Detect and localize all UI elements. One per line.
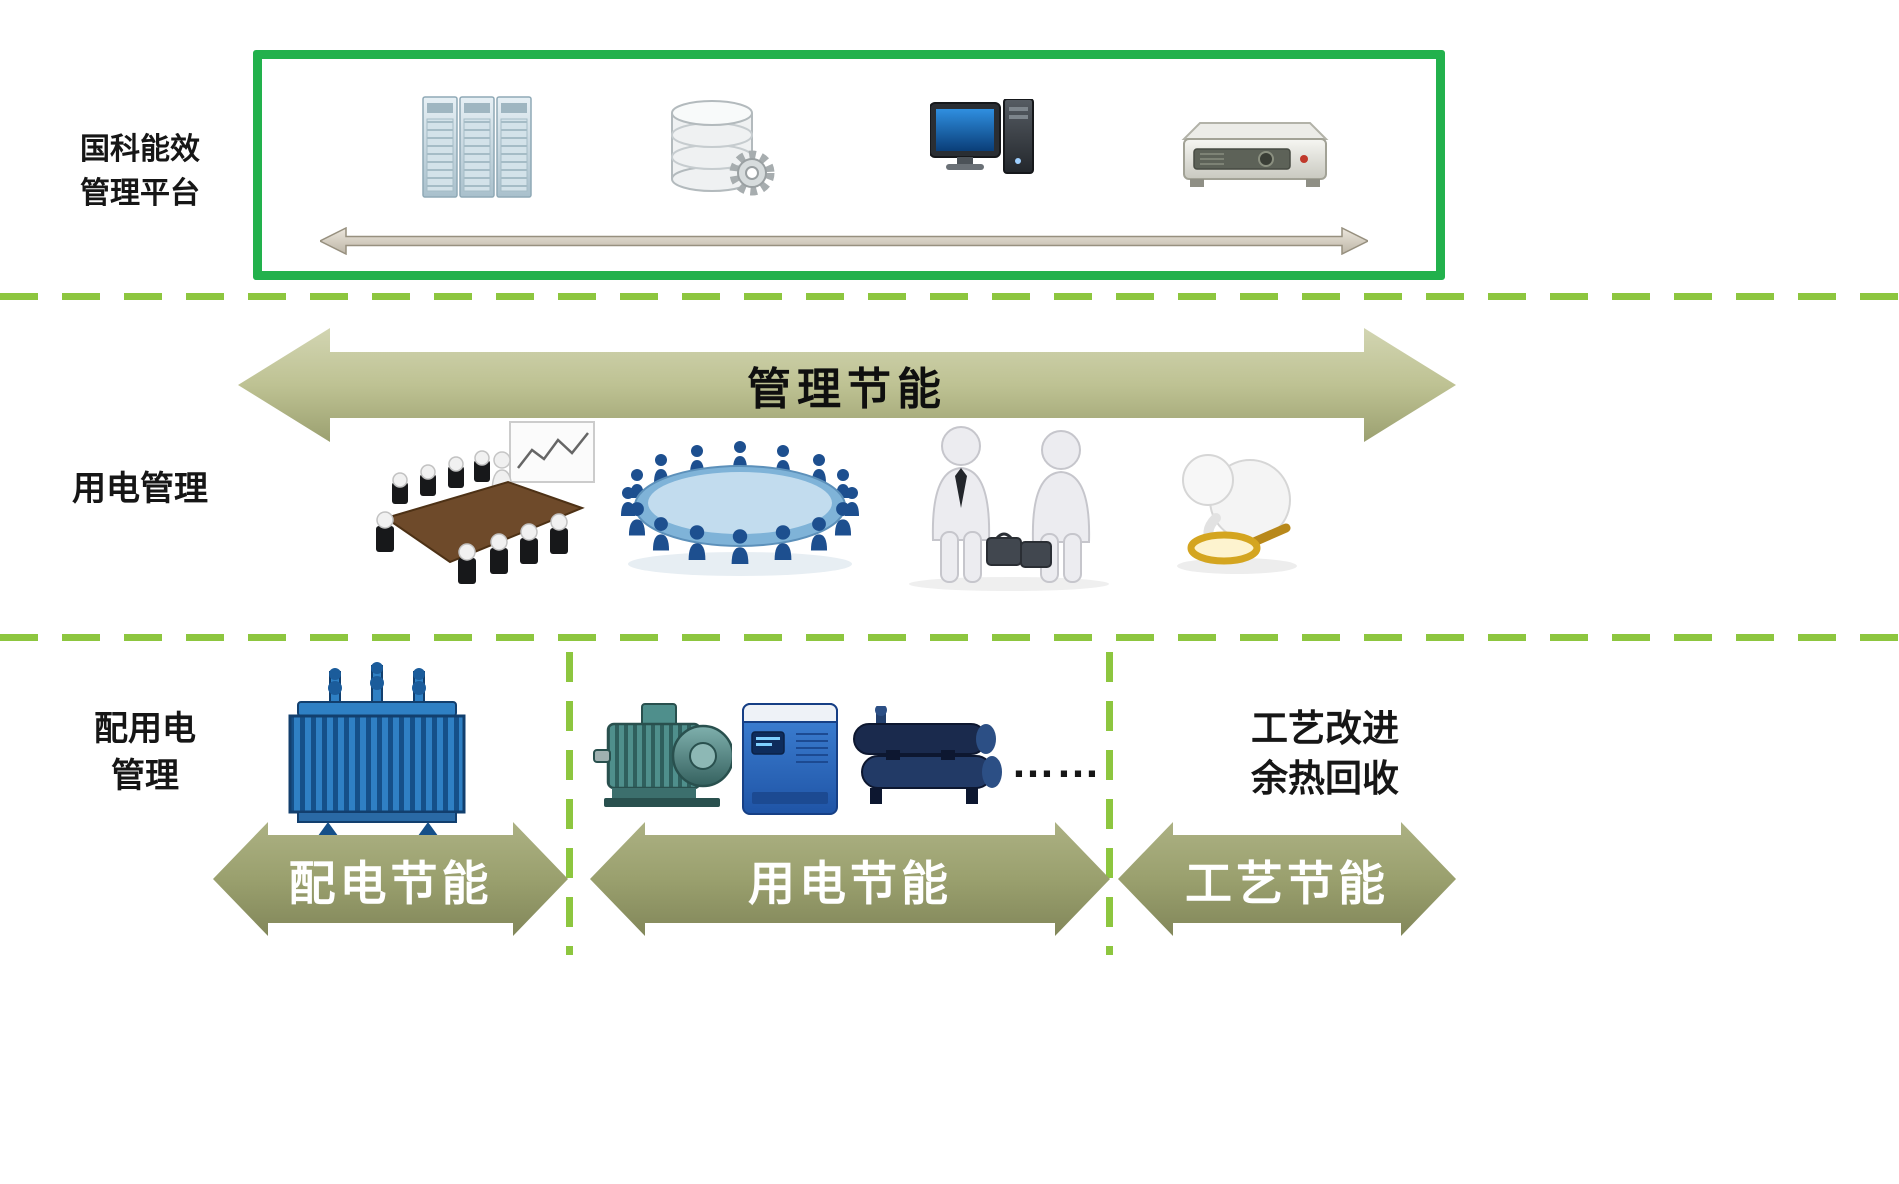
motor-image xyxy=(593,703,732,807)
electricity-saving-arrow-shape xyxy=(590,822,1110,936)
section-divider-top xyxy=(0,293,1899,300)
electricity-saving-arrow: 用电节能 xyxy=(590,822,1110,936)
column-divider-1 xyxy=(566,652,573,955)
distribution-management-label-line2: 管理 xyxy=(111,757,179,795)
meeting-image xyxy=(376,421,595,584)
roundtable-conference-image xyxy=(621,441,859,576)
distribution-saving-label: 配电节能 xyxy=(288,856,493,910)
process-saving-arrow: 工艺节能 xyxy=(1118,822,1456,936)
distribution-management-label-line1: 配用电 xyxy=(94,710,196,748)
process-improvement-text: 工艺改进 余热回收 …… xyxy=(1175,704,1475,854)
electricity-saving-label: 用电节能 xyxy=(748,856,952,910)
equipment-ellipsis: …… xyxy=(1011,738,1101,787)
electricity-management-label: 用电管理 xyxy=(72,470,208,508)
platform-label-line2: 管理平台 xyxy=(80,177,200,210)
transformer-image xyxy=(288,662,466,840)
desktop-computer-icon xyxy=(930,99,1034,174)
compressor-image xyxy=(742,703,838,815)
server-cabinet-icon xyxy=(422,96,532,198)
distribution-management-label: 配用电 管理 xyxy=(30,706,260,800)
platform-box xyxy=(253,50,1445,280)
platform-label-line1: 国科能效 xyxy=(80,133,200,166)
chiller-image xyxy=(853,706,1002,804)
management-saving-arrow: 管理节能 xyxy=(238,328,1456,442)
section-divider-bottom xyxy=(0,634,1899,641)
magnifier-inspection-image xyxy=(1177,454,1297,574)
process-saving-arrow-shape xyxy=(1118,822,1456,936)
platform-label: 国科能效 管理平台 xyxy=(30,128,250,216)
process-saving-label: 工艺节能 xyxy=(1185,856,1389,910)
process-line-2: 余热回收 xyxy=(1251,758,1399,799)
column-divider-2 xyxy=(1106,652,1113,955)
database-gear-icon xyxy=(671,100,775,196)
process-line-1: 工艺改进 xyxy=(1251,708,1399,749)
rack-server-icon xyxy=(1181,122,1329,187)
businessmen-image xyxy=(909,426,1109,591)
management-saving-arrow-shape xyxy=(238,328,1456,442)
distribution-saving-arrow: 配电节能 xyxy=(213,822,568,936)
distribution-saving-arrow-shape xyxy=(213,822,568,936)
management-saving-label: 管理节能 xyxy=(747,365,947,414)
bidirectional-data-arrow xyxy=(320,227,1368,255)
